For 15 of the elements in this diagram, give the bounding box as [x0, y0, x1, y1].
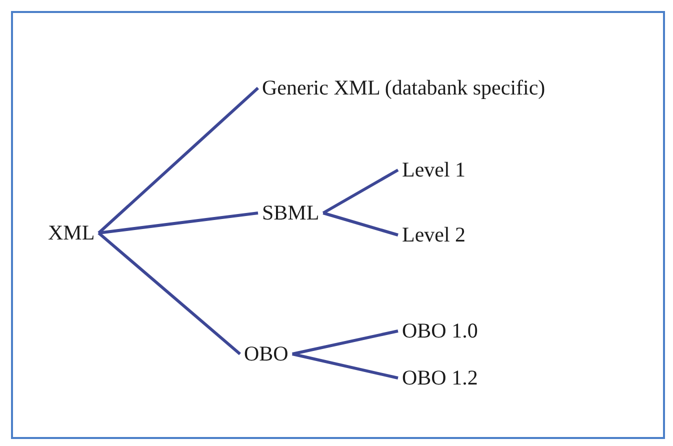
node-label: OBO 1.2	[402, 366, 478, 390]
connector-line	[98, 86, 259, 234]
connector-line	[292, 352, 398, 380]
node-label: Level 2	[402, 223, 466, 247]
connector-line	[98, 212, 258, 234]
connector-line	[322, 212, 398, 236]
node-label: OBO	[244, 342, 288, 366]
node-label: Level 1	[402, 158, 466, 182]
node-label: OBO 1.0	[402, 319, 478, 343]
connector-line	[292, 330, 398, 356]
connector-line	[98, 232, 241, 356]
connector-line	[322, 168, 399, 214]
node-label: Generic XML (databank specific)	[262, 76, 546, 100]
node-label: SBML	[262, 201, 320, 225]
node-label: XML	[48, 221, 95, 245]
